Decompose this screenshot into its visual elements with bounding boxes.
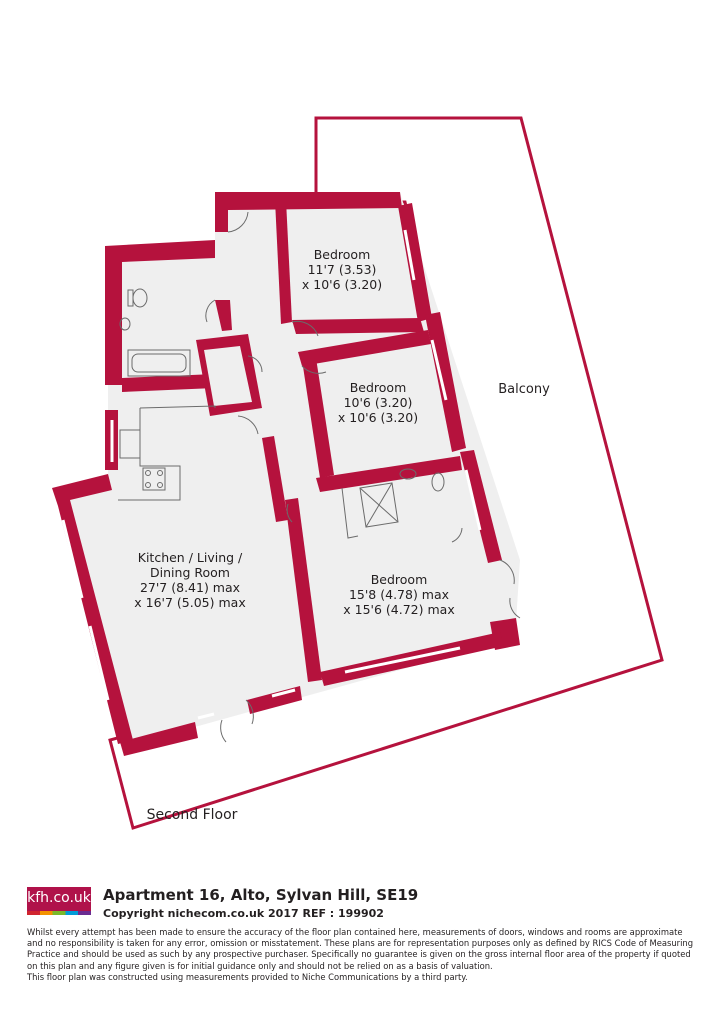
disclaimer-line: Whilst every attempt has been made to en… [27, 927, 683, 937]
bedroom-1-label: Bedroom 11'7 (3.53) x 10'6 (3.20) [302, 247, 382, 292]
bedroom-2-metric: x 10'6 (3.20) [338, 410, 418, 425]
cupboard [204, 346, 252, 406]
kitchen-label: Kitchen / Living / Dining Room 27'7 (8.4… [134, 550, 245, 610]
bedroom-3-metric: x 15'6 (4.72) max [343, 602, 454, 617]
disclaimer-line: This floor plan was constructed using me… [27, 971, 468, 982]
door-swings [205, 211, 521, 743]
kitchen-name-line2: Dining Room [150, 565, 230, 580]
ensuite-fixtures [341, 468, 445, 539]
windows [61, 229, 482, 720]
bedroom-2-name: Bedroom [350, 380, 407, 395]
logo-text: kfh.co.uk [27, 890, 91, 906]
exterior-walls [52, 192, 520, 756]
disclaimer-line: and no responsibility is taken for any e… [27, 938, 694, 949]
bedroom-3-name: Bedroom [371, 572, 428, 587]
bathroom-fixtures [119, 288, 191, 377]
bedroom-1-imperial: 11'7 (3.53) [308, 262, 377, 277]
floor-label: Second Floor [147, 807, 238, 823]
disclaimer-line: on this plan and any figure given is for… [27, 960, 493, 971]
kfh-logo: kfh.co.uk [27, 887, 91, 915]
bedroom-1-name: Bedroom [314, 247, 371, 262]
copyright-text: Copyright nichecom.co.uk 2017 REF : 1999… [103, 907, 384, 920]
disclaimer: Whilst every attempt has been made to en… [27, 927, 711, 983]
balcony-label: Balcony [498, 382, 550, 397]
footer: kfh.co.uk Apartment 16, Alto, Sylvan Hil… [0, 880, 715, 1033]
bedroom-3-imperial: 15'8 (4.78) max [349, 587, 449, 602]
bedroom-1-metric: x 10'6 (3.20) [302, 277, 382, 292]
property-title: Apartment 16, Alto, Sylvan Hill, SE19 [103, 886, 419, 904]
bedroom-3-label: Bedroom 15'8 (4.78) max x 15'6 (4.72) ma… [343, 572, 454, 617]
logo-color-bar [27, 911, 91, 915]
bedroom-2-label: Bedroom 10'6 (3.20) x 10'6 (3.20) [338, 380, 418, 425]
kitchen-metric: x 16'7 (5.05) max [134, 595, 245, 610]
bedroom-2-imperial: 10'6 (3.20) [344, 395, 413, 410]
kitchen-imperial: 27'7 (8.41) max [140, 580, 240, 595]
kitchen-fixtures [118, 405, 216, 501]
kitchen-name-line1: Kitchen / Living / [138, 550, 243, 565]
disclaimer-line: Practice and should be used as such by a… [27, 949, 691, 960]
